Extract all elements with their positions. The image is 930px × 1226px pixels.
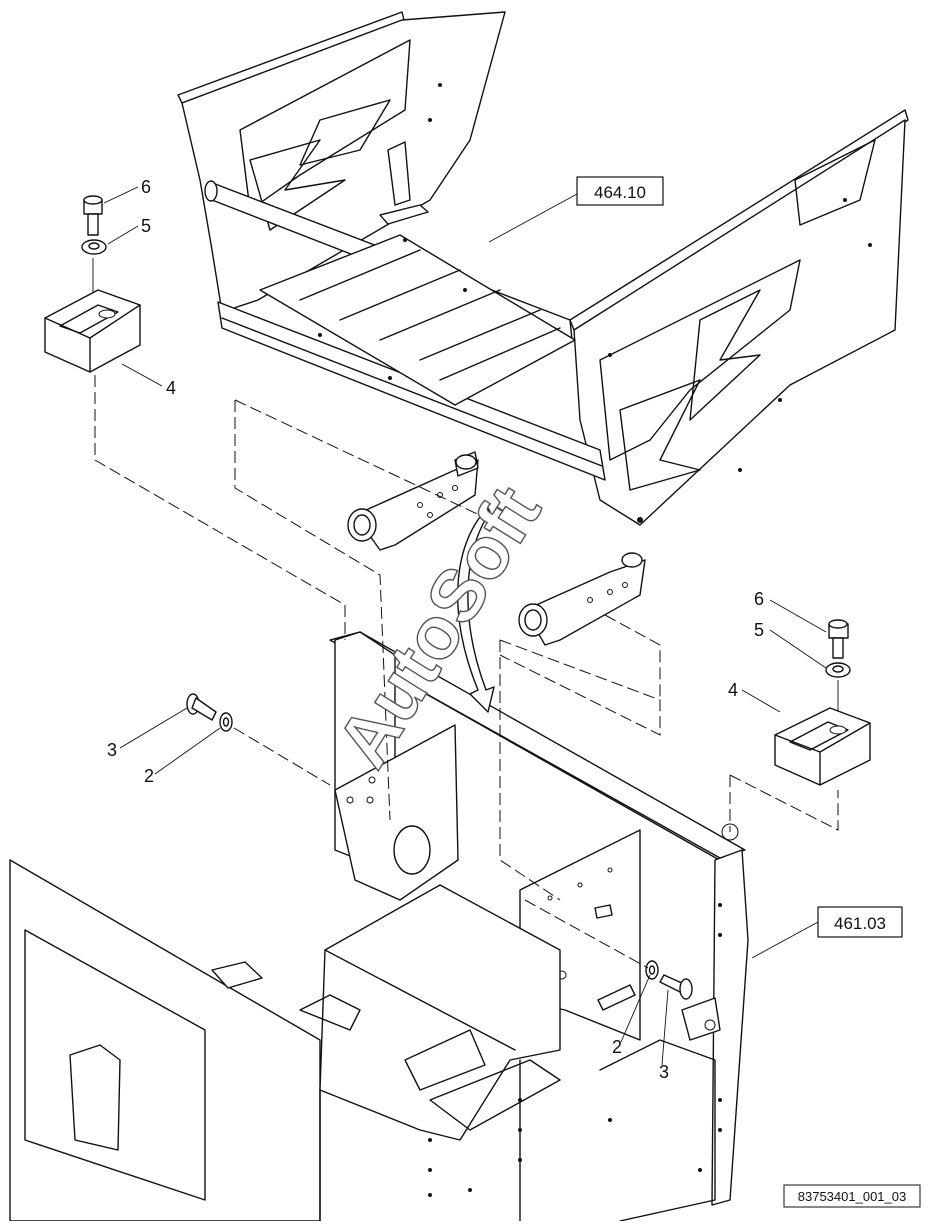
callout-numbers: 6 5 4 6 5 4 3 2 2 3 <box>107 177 764 1082</box>
right-hinge-bracket <box>518 552 646 646</box>
callout-tr-washer: 5 <box>754 620 764 640</box>
install-direction-arrow <box>457 507 495 713</box>
lower-frame-assembly <box>9 631 749 1222</box>
callout-tl-bolt: 6 <box>141 177 151 197</box>
ref-box-lower: 461.03 <box>817 906 903 938</box>
callout-right-bolt: 3 <box>659 1062 669 1082</box>
leader-lines <box>103 186 827 1066</box>
callout-right-washer: 2 <box>612 1037 622 1057</box>
drawing-number: 83753401_001_03 <box>783 1184 921 1208</box>
callout-left-washer: 2 <box>144 766 154 786</box>
right-bolt <box>659 974 693 1000</box>
tr-block <box>774 707 871 786</box>
left-washer <box>219 712 233 732</box>
ref-box-upper-label: 464.10 <box>594 183 646 202</box>
callout-tl-washer: 5 <box>141 216 151 236</box>
ref-box-lower-label: 461.03 <box>834 914 886 933</box>
tl-block <box>44 289 141 373</box>
callout-left-bolt: 3 <box>107 740 117 760</box>
upper-frame-assembly <box>177 11 909 526</box>
left-hinge-bracket <box>347 451 479 551</box>
callout-tl-block: 4 <box>166 378 176 398</box>
tr-washer <box>825 662 851 678</box>
left-bolt <box>186 693 217 721</box>
assembly-dash-lines <box>94 375 839 969</box>
callout-tr-block: 4 <box>728 680 738 700</box>
callout-tr-bolt: 6 <box>754 589 764 609</box>
right-washer <box>645 960 659 980</box>
ref-box-upper: 464.10 <box>576 176 664 206</box>
tr-bolt <box>828 619 849 659</box>
drawing-number-label: 83753401_001_03 <box>798 1189 906 1204</box>
tl-bolt <box>83 195 103 236</box>
tl-washer <box>81 239 107 255</box>
